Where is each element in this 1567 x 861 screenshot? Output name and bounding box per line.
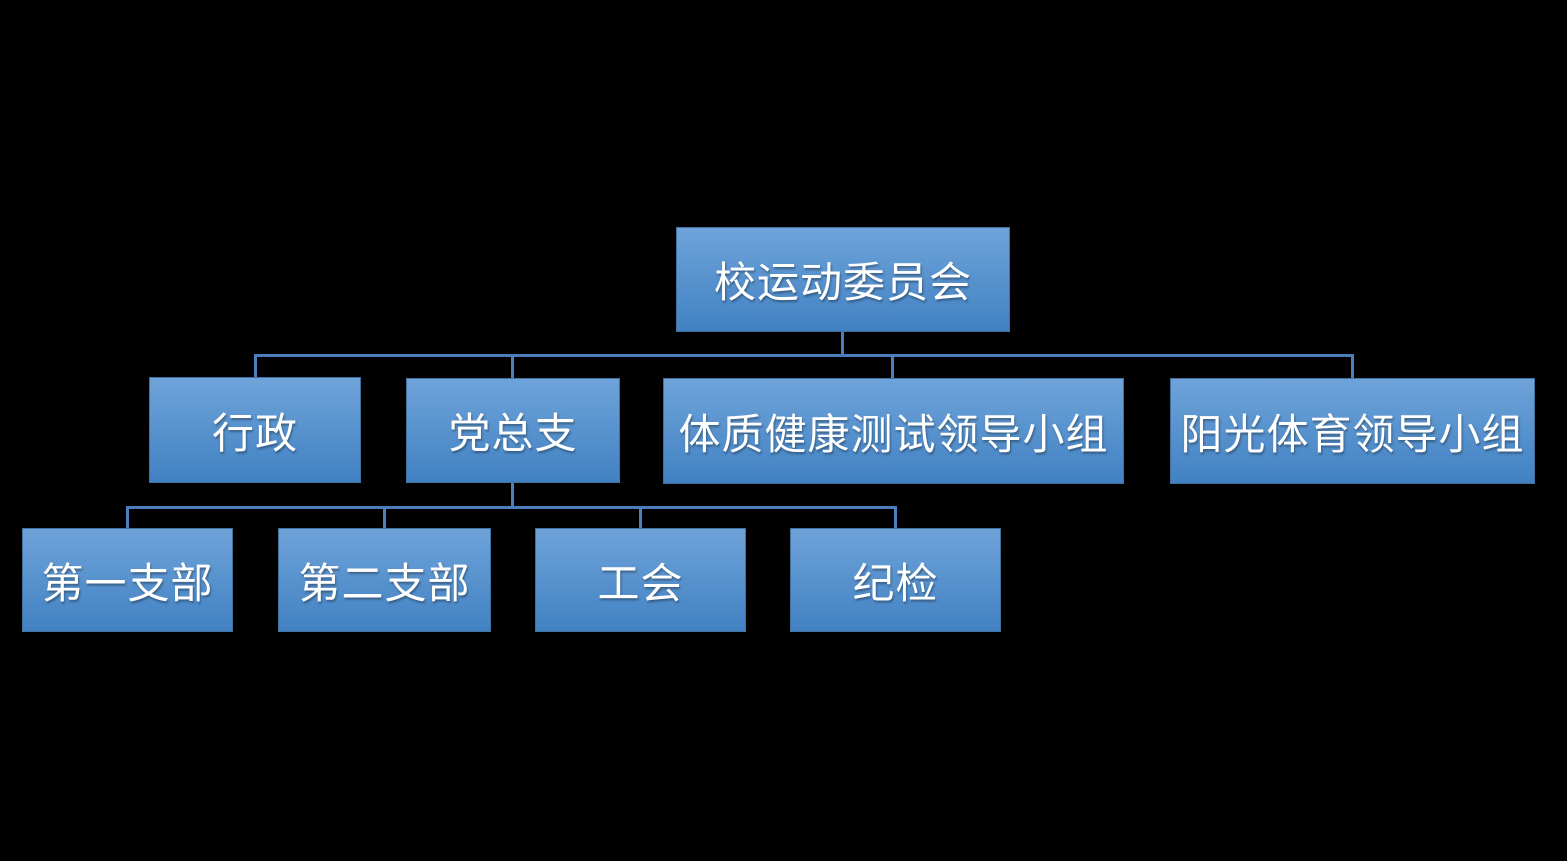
org-node-second-branch: 第二支部 — [278, 528, 491, 632]
connector-level3-horizontal — [126, 506, 897, 509]
org-node-labor-union: 工会 — [535, 528, 746, 632]
org-node-discipline-inspection: 纪检 — [790, 528, 1001, 632]
org-node-party-general-branch: 党总支 — [406, 378, 620, 483]
org-node-fitness-test-leading-group: 体质健康测试领导小组 — [663, 378, 1124, 484]
connector-level2-horizontal — [254, 354, 1354, 357]
connector-drop-branch2 — [383, 506, 386, 528]
connector-drop-fitness-group — [891, 354, 894, 378]
org-node-administration: 行政 — [149, 377, 361, 483]
connector-drop-sunshine-group — [1351, 354, 1354, 378]
connector-drop-administration — [254, 354, 257, 378]
org-node-first-branch: 第一支部 — [22, 528, 233, 632]
connector-drop-branch1 — [126, 506, 129, 528]
connector-root-stub — [841, 332, 844, 355]
connector-drop-discipline — [894, 506, 897, 528]
org-node-sunshine-sports-leading-group: 阳光体育领导小组 — [1170, 378, 1535, 484]
org-node-sports-committee: 校运动委员会 — [676, 227, 1010, 332]
connector-drop-party-branch — [511, 354, 514, 378]
connector-drop-labor-union — [639, 506, 642, 528]
connector-party-branch-stub — [511, 483, 514, 507]
